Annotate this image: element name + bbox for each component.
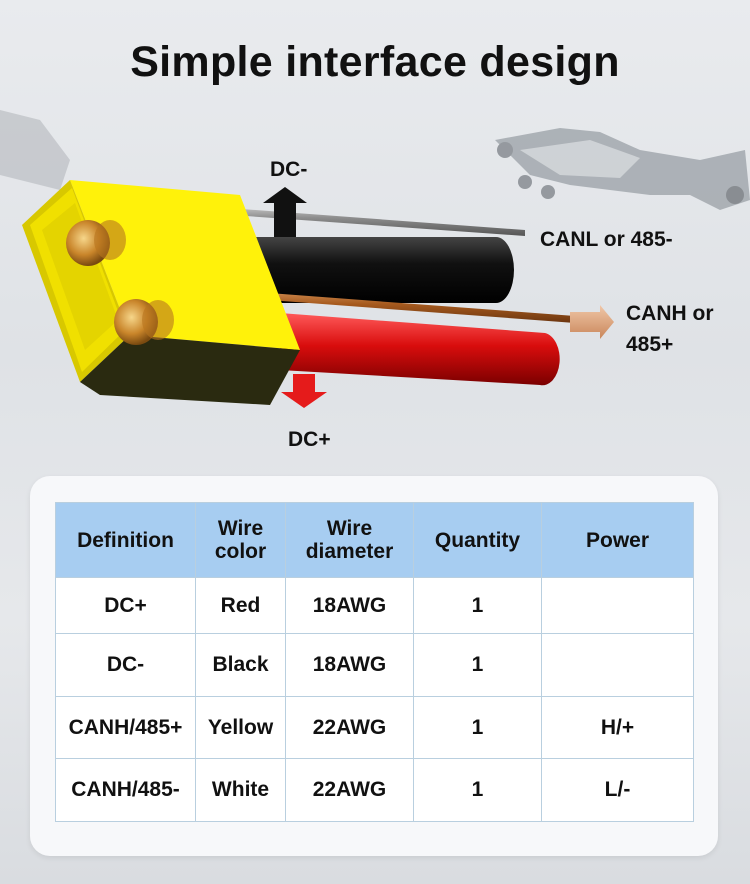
xt-connector [22, 180, 300, 405]
dc-plus-arrow-icon [281, 374, 327, 408]
cell-definition: DC+ [55, 577, 196, 634]
cell-wire-diameter: 18AWG [285, 577, 414, 634]
cell-wire-color: White [195, 758, 286, 822]
header-definition: Definition [55, 502, 196, 578]
red-wire [280, 313, 560, 386]
cell-quantity: 1 [413, 577, 542, 634]
cell-quantity: 1 [413, 633, 542, 697]
robot-hand-image [495, 128, 750, 210]
canh-label: CANH or 485+ [626, 298, 714, 360]
table-row: CANH/485- White 22AWG 1 L/- [55, 758, 694, 822]
cell-wire-diameter: 18AWG [285, 633, 414, 697]
cell-wire-diameter: 22AWG [285, 696, 414, 759]
cell-wire-color: Red [195, 577, 286, 634]
black-wire [240, 237, 514, 303]
dc-minus-label: DC- [270, 158, 308, 181]
cell-definition: CANH/485- [55, 758, 196, 822]
dc-minus-arrow-icon [263, 187, 307, 237]
header-power: Power [541, 502, 694, 578]
cell-power: L/- [541, 758, 694, 822]
connector-illustration [0, 110, 750, 408]
cell-wire-color: Black [195, 633, 286, 697]
cell-power [541, 577, 694, 634]
table-row: CANH/485+ Yellow 22AWG 1 H/+ [55, 696, 694, 759]
table-row: DC- Black 18AWG 1 [55, 633, 694, 697]
table-row: DC+ Red 18AWG 1 [55, 577, 694, 634]
cell-definition: CANH/485+ [55, 696, 196, 759]
cell-wire-diameter: 22AWG [285, 758, 414, 822]
cell-wire-color: Yellow [195, 696, 286, 759]
dc-plus-label: DC+ [288, 428, 331, 451]
cell-power: H/+ [541, 696, 694, 759]
cell-quantity: 1 [413, 696, 542, 759]
page-title: Simple interface design [130, 38, 620, 86]
header-quantity: Quantity [413, 502, 542, 578]
cell-quantity: 1 [413, 758, 542, 822]
cell-definition: DC- [55, 633, 196, 697]
canh-arrow-icon [570, 305, 614, 339]
canh-label-line1: CANH or [626, 302, 714, 325]
cell-power [541, 633, 694, 697]
canl-label: CANL or 485- [540, 228, 673, 251]
canh-label-line2: 485+ [626, 333, 674, 356]
